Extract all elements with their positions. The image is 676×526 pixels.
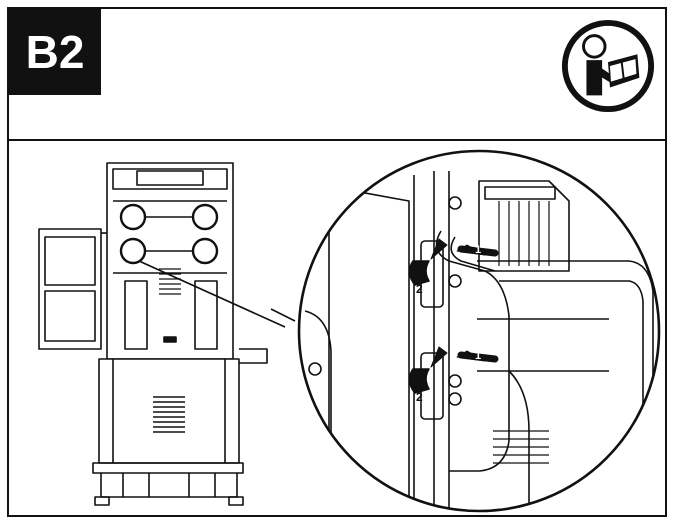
lower-step-1: 1 <box>475 350 481 362</box>
upper-step-2: 2 <box>416 282 423 296</box>
read-manual-icon <box>561 19 655 113</box>
assembly-illustration: 1 2 1 2 <box>38 149 661 513</box>
panel-header: B2 <box>9 9 665 141</box>
upper-latch-callouts: 1 2 <box>416 238 499 296</box>
lower-step-2: 2 <box>416 390 423 404</box>
detail-magnifier: 1 2 1 2 <box>297 149 661 513</box>
lower-latch-callouts: 1 2 <box>416 346 499 404</box>
upper-step-1: 1 <box>475 244 481 256</box>
product-overview <box>38 162 268 506</box>
step-badge: B2 <box>9 9 101 95</box>
instruction-panel: B2 <box>7 7 667 517</box>
